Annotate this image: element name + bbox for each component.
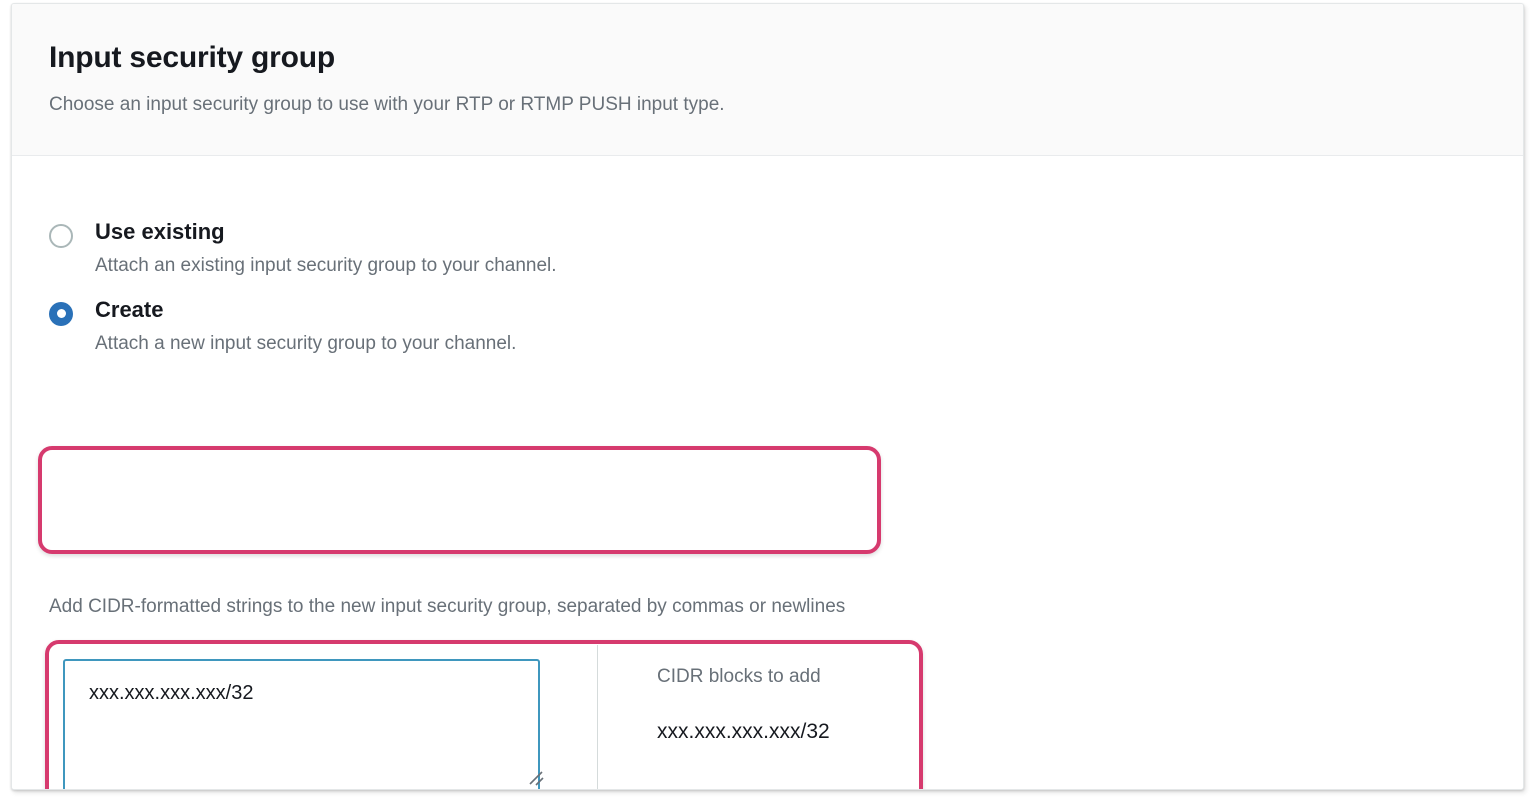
- radio-selected-icon[interactable]: [49, 301, 73, 326]
- cidr-textarea[interactable]: [63, 659, 540, 789]
- cidr-panel-divider: [597, 645, 598, 789]
- cidr-input-area: [45, 640, 597, 789]
- page-subtitle: Choose an input security group to use wi…: [49, 94, 725, 115]
- radio-description-use-existing: Attach an existing input security group …: [95, 255, 557, 277]
- cidr-blocks-summary: CIDR blocks to add xxx.xxx.xxx.xxx/32: [598, 640, 923, 789]
- radio-label-use-existing: Use existing: [95, 219, 225, 244]
- page-title: Input security group: [49, 41, 336, 74]
- cidr-blocks-label: CIDR blocks to add: [657, 666, 821, 687]
- radio-unselected-icon[interactable]: [49, 224, 73, 248]
- radio-label-create: Create: [95, 296, 164, 322]
- radio-description-create: Attach a new input security group to you…: [95, 333, 517, 355]
- cidr-block-item: xxx.xxx.xxx.xxx/32: [657, 719, 830, 743]
- annotation-highlight-create-option: [38, 446, 881, 554]
- input-security-group-card: Input security group Choose an input sec…: [11, 3, 1524, 790]
- card-body: Use existing Attach an existing input se…: [12, 156, 1523, 789]
- security-group-mode-radio-group: Use existing Attach an existing input se…: [49, 214, 1049, 362]
- radio-option-use-existing[interactable]: Use existing Attach an existing input se…: [49, 214, 1049, 284]
- card-header: Input security group Choose an input sec…: [12, 4, 1523, 156]
- cidr-help-text: Add CIDR-formatted strings to the new in…: [49, 596, 846, 617]
- radio-option-create[interactable]: Create Attach a new input security group…: [49, 292, 1049, 362]
- cidr-panel: CIDR blocks to add xxx.xxx.xxx.xxx/32: [45, 640, 923, 789]
